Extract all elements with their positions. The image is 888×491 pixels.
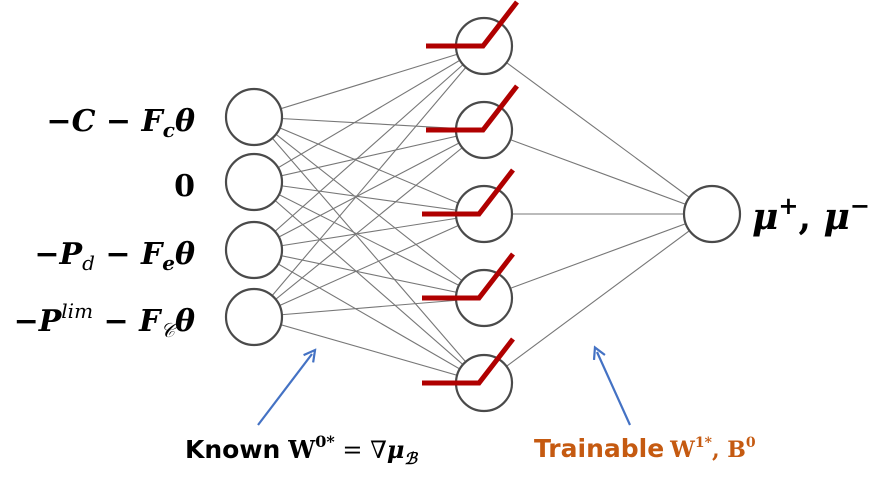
output-label: μ+, μ−	[752, 191, 870, 238]
edge-in1-h3	[253, 116, 485, 215]
edge-in1-h4	[253, 116, 485, 299]
relu-icon	[422, 337, 515, 386]
relu-icon	[422, 252, 515, 301]
edge-in3-h2	[253, 129, 485, 251]
relu-icon	[426, 84, 519, 133]
output-node	[682, 184, 742, 244]
edge-in2-h2	[253, 129, 485, 183]
relu-activations	[422, 0, 519, 386]
edge-h2-out	[483, 129, 713, 215]
connection-edges	[253, 45, 713, 384]
edge-in3-h4	[253, 249, 485, 299]
edge-in4-h5	[253, 316, 485, 384]
input-node-1	[224, 87, 284, 147]
relu-icon	[426, 0, 519, 49]
edge-in3-h3	[253, 213, 485, 251]
edge-in2-h4	[253, 181, 485, 299]
edge-in4-h2	[253, 129, 485, 318]
edge-h5-out	[483, 213, 713, 384]
edge-in4-h3	[253, 213, 485, 318]
trainable-arrow	[597, 352, 632, 426]
edge-in3-h5	[253, 249, 485, 384]
edge-in4-h1	[253, 45, 485, 318]
input-label-1: −C − Fcθ	[46, 104, 195, 142]
edge-h1-out	[483, 45, 713, 215]
edge-h4-out	[483, 213, 713, 299]
known-arrow	[257, 354, 312, 426]
input-node-3	[224, 220, 284, 280]
edge-in1-h1	[253, 45, 485, 118]
edge-in1-h5	[253, 116, 485, 384]
input-label-4: −Plim − F𝒞θ	[14, 299, 195, 342]
input-node-2	[224, 152, 284, 212]
relu-icon	[422, 168, 515, 217]
input-label-2: 0	[174, 169, 195, 204]
edge-in2-h1	[253, 45, 485, 183]
input-node-4	[224, 287, 284, 347]
input-label-3: −Pd − Feθ	[34, 237, 195, 275]
edge-in3-h1	[253, 45, 485, 251]
edge-in2-h3	[253, 181, 485, 215]
edge-in4-h4	[253, 297, 485, 318]
